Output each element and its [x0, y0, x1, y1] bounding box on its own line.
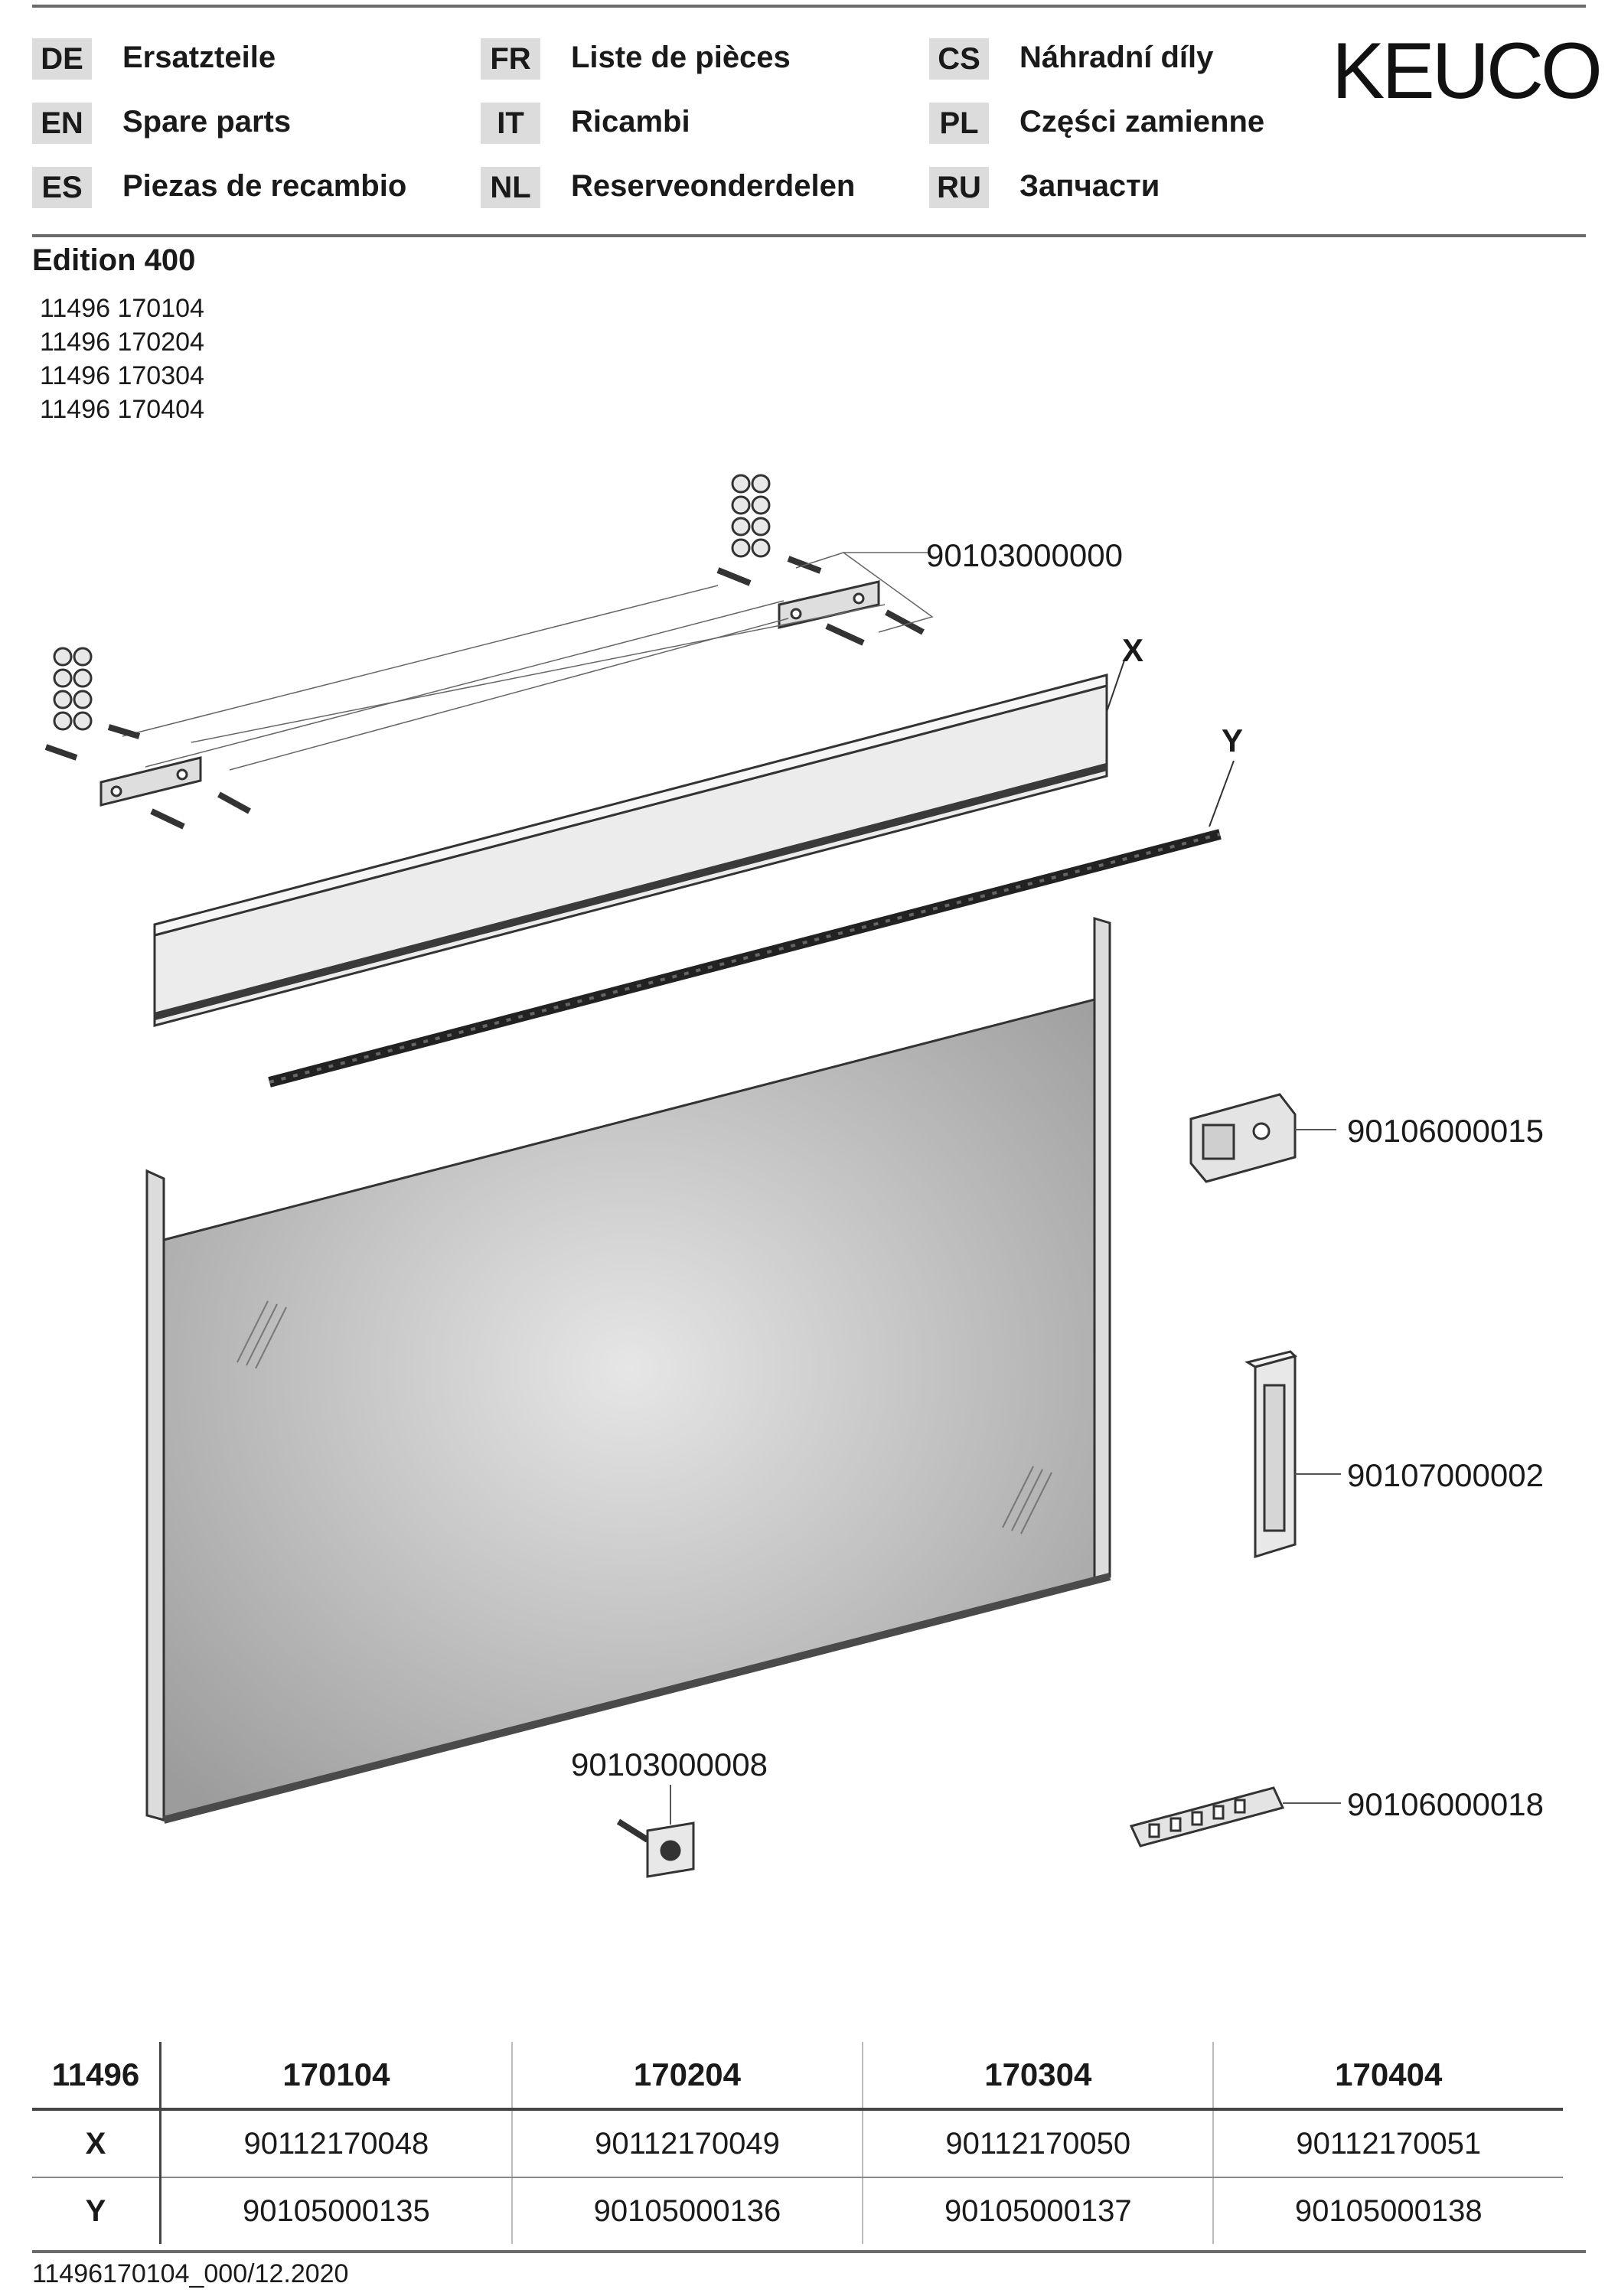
table-column-header: 170204 — [511, 2042, 863, 2111]
lang-label-es: Piezas de recambio — [122, 169, 407, 203]
table-cell: 90112170051 — [1212, 2109, 1563, 2178]
callout-bracket: 90103000000 — [926, 537, 1123, 573]
table-row-label: Y — [32, 2177, 161, 2244]
lang-code-it: IT — [481, 103, 540, 144]
battery-box-part — [1244, 1350, 1341, 1559]
table-header-row: 11496 170104 170204 170304 170404 — [32, 2042, 1563, 2111]
led-strip-y — [268, 760, 1235, 1088]
lang-code-fr: FR — [481, 38, 540, 80]
lang-label-de: Ersatzteile — [122, 41, 276, 74]
lang-label-nl: Reserveonderdelen — [571, 169, 856, 203]
table-cell: 90112170049 — [511, 2109, 863, 2178]
header-rule — [32, 234, 1586, 237]
model-number: 11496 170204 — [40, 328, 204, 357]
lang-label-cs: Náhradní díly — [1019, 41, 1214, 74]
exploded-view-drawing — [44, 474, 1341, 1878]
lang-label-en: Spare parts — [122, 105, 292, 139]
mirror-panel — [145, 916, 1111, 1824]
table-cell: 90112170050 — [862, 2109, 1214, 2178]
model-number: 11496 170104 — [40, 294, 204, 323]
table-row: X 90112170048 90112170049 90112170050 90… — [32, 2109, 1563, 2178]
table-cell: 90112170048 — [160, 2109, 512, 2178]
callout-connector: 90106000018 — [1347, 1786, 1544, 1822]
table-row: Y 90105000135 90105000136 90105000137 90… — [32, 2177, 1563, 2244]
table-row-label: X — [32, 2109, 161, 2178]
table-cell: 90105000136 — [511, 2177, 863, 2244]
lang-code-pl: PL — [929, 103, 989, 144]
lang-label-it: Ricambi — [571, 105, 690, 139]
callout-switch: 90103000008 — [571, 1746, 768, 1782]
lang-code-es: ES — [32, 167, 92, 208]
model-number: 11496 170304 — [40, 361, 204, 390]
table-bottom-rule — [32, 2250, 1586, 2253]
table-cell: 90105000135 — [243, 2193, 430, 2228]
sensor-switch-part — [616, 1785, 695, 1878]
left-bracket-group — [44, 647, 251, 830]
callout-driver: 90106000015 — [1347, 1113, 1544, 1149]
keuco-logo: KEUCO — [1332, 27, 1603, 116]
lang-label-ru: Запчасти — [1019, 169, 1160, 203]
led-driver-part — [1189, 1093, 1336, 1183]
connector-strip-part — [1129, 1786, 1341, 1848]
lang-code-nl: NL — [481, 167, 540, 208]
callout-x-letter: X — [1122, 632, 1144, 668]
lang-code-cs: CS — [929, 38, 989, 80]
glass-reflection-marks — [237, 1300, 1052, 1534]
table-cell: 90105000138 — [1212, 2177, 1563, 2244]
product-title: Edition 400 — [32, 243, 196, 277]
right-bracket-group — [716, 474, 925, 646]
table-column-header: 170104 — [160, 2042, 512, 2111]
spare-parts-table: 11496 170104 170204 170304 170404 X 9011… — [32, 2042, 1563, 2244]
bracket-leader-lines — [122, 552, 934, 771]
model-number: 11496 170404 — [40, 395, 204, 424]
table-series-header: 11496 — [32, 2042, 161, 2111]
callout-y-letter: Y — [1222, 722, 1244, 758]
table-cell: 90105000137 — [862, 2177, 1214, 2244]
lang-code-en: EN — [32, 103, 92, 144]
lang-code-de: DE — [32, 38, 92, 80]
top-rule — [32, 5, 1586, 8]
table-column-header: 170404 — [1212, 2042, 1563, 2111]
document-number: 11496170104_000/12.2020 — [32, 2259, 349, 2288]
callout-battery-box: 90107000002 — [1347, 1457, 1544, 1493]
table-column-header: 170304 — [862, 2042, 1214, 2111]
wall-plugs-left — [53, 647, 93, 731]
top-profile-x — [153, 657, 1126, 1027]
lang-code-ru: RU — [929, 167, 989, 208]
wall-plugs-right — [731, 474, 771, 558]
lang-label-fr: Liste de pièces — [571, 41, 791, 74]
lang-label-pl: Części zamienne — [1019, 105, 1265, 139]
